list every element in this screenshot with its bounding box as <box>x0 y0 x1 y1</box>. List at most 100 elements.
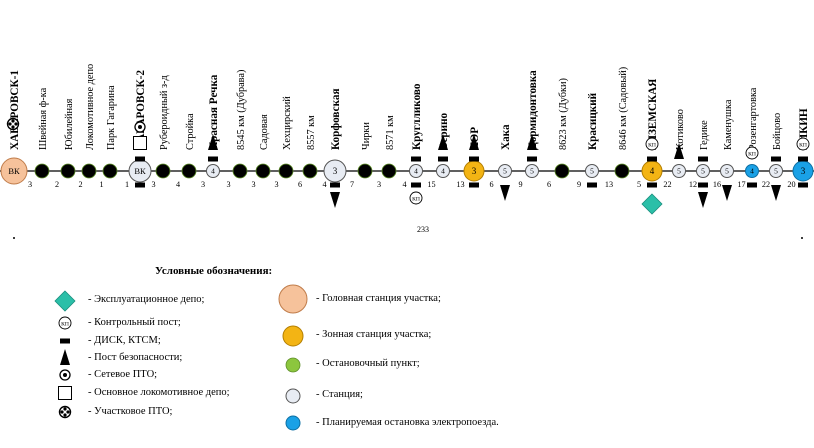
station-code-label: 4 <box>441 167 445 176</box>
distance-label-chirki: 3 <box>377 180 381 189</box>
safety-post-triangle-icon <box>438 134 448 150</box>
distance-label-dormidontovka: 6 <box>547 180 551 189</box>
disk-ktsm-icon <box>798 182 808 188</box>
station-code-label: 3 <box>472 166 477 176</box>
node-khabarovsk-2: ВК <box>128 159 152 183</box>
node-korfovskaya: 3 <box>323 159 347 183</box>
legend-label-planned-stop: - Планируемая остановка электропоезда. <box>316 417 499 428</box>
disk-ktsm-icon <box>411 156 421 162</box>
node-vyazemskaya: 4 <box>641 160 663 182</box>
station-code-label: 3 <box>333 166 338 176</box>
station-node-circle <box>720 164 734 178</box>
legend-safety-post-triangle-icon <box>60 349 70 365</box>
station-name-dormidontovka: Дормидонтовка <box>527 70 539 150</box>
legend-label-depot: - Эксплуатационное депо; <box>88 294 205 305</box>
legend-stop-point-icon <box>285 357 301 373</box>
control-post-icon: КП <box>645 137 659 151</box>
station-code-label: 5 <box>701 167 705 176</box>
disk-ktsm-icon <box>747 182 757 188</box>
distance-label-boitsovo: 20 <box>787 180 795 189</box>
legend-label-disk: - ДИСК, КТСМ; <box>88 335 161 346</box>
distance-label-khor: 6 <box>489 180 493 189</box>
node-8571-km <box>381 163 397 179</box>
disk-ktsm-icon <box>587 182 597 188</box>
disk-ktsm-icon <box>698 156 708 162</box>
legend-diamond-icon <box>54 290 76 312</box>
disk-ktsm-icon <box>698 182 708 188</box>
node-8545-km <box>232 163 248 179</box>
legend-head-station-icon <box>278 284 308 314</box>
node-kruglikovo: 4 <box>409 164 423 178</box>
node-krasitsky: 5 <box>585 164 599 178</box>
station-name-khaka: Хака <box>500 124 512 150</box>
station-name-kruglikovo: Круглликово <box>411 83 423 150</box>
legend-label-head-station: - Головная станция участка; <box>316 293 441 304</box>
station-node-circle <box>102 163 118 179</box>
station-name-park-gagarina: Парк Гагарина <box>106 85 117 150</box>
disk-ktsm-icon <box>647 156 657 162</box>
distance-label-8571-km: 4 <box>402 180 406 189</box>
station-node-circle <box>255 163 271 179</box>
node-chirki <box>357 163 373 179</box>
legend-title: Условные обозначения: <box>155 265 273 277</box>
station-code-label: 5 <box>677 167 681 176</box>
node-park-gagarina <box>102 163 118 179</box>
diamond-icon <box>641 193 663 215</box>
distance-label-khekhtsirsky: 6 <box>298 180 302 189</box>
station-code-label: 3 <box>801 166 806 176</box>
station-code-label: 4 <box>750 167 754 176</box>
station-name-stroika: Стройка <box>185 113 196 150</box>
node-stroika <box>181 163 197 179</box>
station-name-korfovskaya: Корфовская <box>330 89 342 151</box>
station-name-vyazemskaya: ВЯЗЕМСКАЯ <box>647 79 659 150</box>
station-node-circle <box>206 164 220 178</box>
node-sadovaya <box>255 163 271 179</box>
distance-label-korfovskaya: 7 <box>350 180 354 189</box>
legend-label-zone-station: - Зонная станция участка; <box>316 329 432 340</box>
node-8557-km <box>302 163 318 179</box>
node-8646-km <box>614 163 630 179</box>
safety-post-triangle-icon <box>469 134 479 150</box>
station-node-circle <box>181 163 197 179</box>
legend-disk-ktsm-icon <box>60 338 70 344</box>
edge-dot-left <box>13 237 15 239</box>
station-node-circle <box>232 163 248 179</box>
legend-label-network-pto: - Сетевое ПТО; <box>88 369 158 380</box>
safety-post-triangle-icon <box>674 143 684 159</box>
distance-label-kruglikovo: 15 <box>427 180 435 189</box>
disk-ktsm-icon <box>527 156 537 162</box>
distance-label-gedike: 16 <box>713 180 721 189</box>
distance-label-8646-km: 5 <box>637 180 641 189</box>
legend-label-station: - Станция; <box>316 389 363 400</box>
distance-label-park-gagarina: 1 <box>125 180 129 189</box>
station-node-circle <box>0 157 28 185</box>
station-node-circle <box>498 164 512 178</box>
network-pto-icon <box>134 121 146 133</box>
safety-post-triangle-icon <box>500 185 510 201</box>
station-node-circle <box>554 163 570 179</box>
safety-post-triangle-icon <box>330 192 340 208</box>
legend-main-depot-square-icon <box>58 386 72 400</box>
center-number: 233 <box>417 225 429 234</box>
station-code-label: 5 <box>503 167 507 176</box>
node-khekhtsirsky <box>278 163 294 179</box>
node-bikin: 3 <box>792 160 814 182</box>
station-name-ruberoidny: Рубероидный з-д <box>159 75 170 150</box>
safety-post-triangle-icon <box>698 192 708 208</box>
station-name-8646-km: 8646 км (Садовый) <box>618 67 629 150</box>
disk-ktsm-icon <box>438 156 448 162</box>
station-node-circle <box>60 163 76 179</box>
control-post-label: КП <box>61 321 69 327</box>
station-name-8557-km: 8557 км <box>306 115 317 150</box>
node-khabarovsk-1: ВК <box>0 157 28 185</box>
legend-label-main-depot: - Основное локомотивное депо; <box>88 387 230 398</box>
control-post-icon: КП <box>745 146 759 160</box>
station-name-krasnaya-rechka: Красная Речка <box>208 74 220 150</box>
legend-station-icon <box>285 388 301 404</box>
station-node-circle <box>155 163 171 179</box>
node-shveinaya <box>34 163 50 179</box>
disk-ktsm-icon <box>469 182 479 188</box>
distance-label-krasitsky: 13 <box>605 180 613 189</box>
node-8623-km <box>554 163 570 179</box>
distance-label-sadovaya: 3 <box>274 180 278 189</box>
